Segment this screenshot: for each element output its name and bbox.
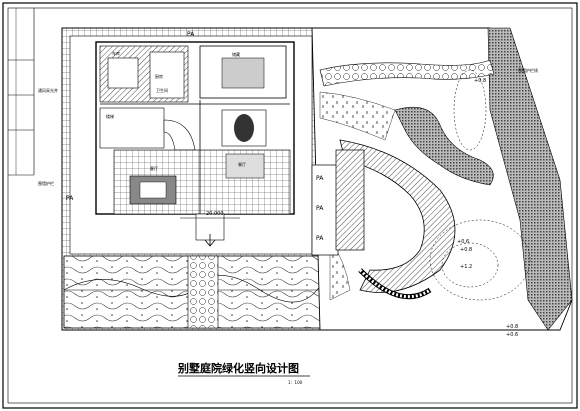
pa-label: PA: [316, 175, 324, 182]
pa-label: PA: [187, 31, 195, 38]
svg-text:20.000: 20.000: [206, 211, 224, 217]
pa-label: PA: [316, 205, 324, 212]
pa-label: PA: [66, 195, 74, 202]
drawing-scale: 1：100: [288, 380, 303, 385]
annotation: 通风采光井: [38, 87, 58, 93]
room-label: 卫生间: [156, 87, 168, 93]
drawing-title: 别墅庭院绿化竖向设计图: [177, 361, 299, 375]
title-block-strip: [8, 8, 35, 176]
annotation: 围墙护栏线: [518, 67, 538, 73]
pa-label: PA: [316, 235, 324, 242]
villa-floor-plan: [95, 41, 295, 247]
room-label: 餐厅: [238, 161, 246, 167]
dimension-line: 20.000: [180, 211, 240, 219]
room-label: 储藏: [232, 51, 240, 57]
elevation-marker: +0.6: [506, 332, 518, 338]
right-garden: [311, 27, 573, 331]
room-label: 厨房: [155, 73, 163, 79]
room-label: 客厅: [150, 165, 158, 171]
elevation-marker: +0.6: [457, 239, 469, 245]
annotation: 围墙护栏: [38, 180, 54, 186]
elevation-marker: +0.8: [474, 78, 486, 84]
room-label: 楼梯: [106, 113, 114, 119]
elevation-marker: +0.8: [460, 247, 472, 253]
drawing-title-block: 别墅庭院绿化竖向设计图 1：100: [177, 361, 310, 385]
elevation-markers: +0.8 +0.6 +0.8 +1.2 +0.8 +0.6: [457, 78, 518, 338]
elevation-marker: +0.8: [506, 324, 518, 330]
elevation-marker: +1.2: [460, 264, 472, 270]
inner-frame: [7, 7, 573, 404]
pa-parking-column: PA PA PA: [311, 149, 365, 256]
room-labels: 车库 厨房 卫生间 客厅 餐厅 楼梯 储藏: [106, 50, 246, 171]
room-label: 车库: [112, 50, 120, 56]
